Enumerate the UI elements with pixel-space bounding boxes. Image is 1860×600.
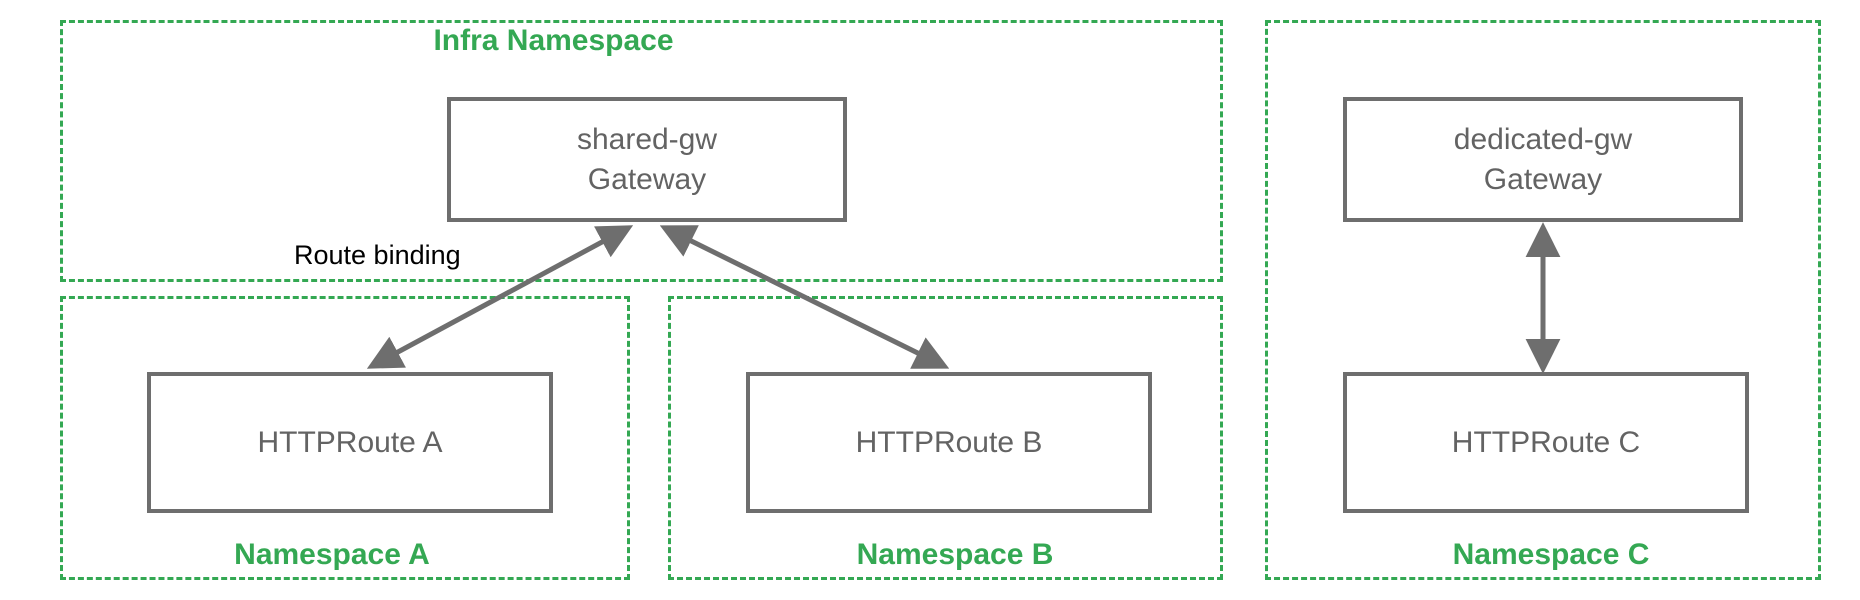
node-httproute-c-name: HTTPRoute C — [1451, 425, 1641, 459]
node-dedicated-gw-gateway[interactable]: dedicated-gw Gateway — [1343, 97, 1743, 222]
node-httproute-c[interactable]: HTTPRoute C — [1343, 372, 1749, 513]
node-shared-gw-kind: Gateway — [587, 162, 707, 196]
namespace-panel-a — [60, 296, 630, 580]
namespace-panel-infra — [60, 20, 1223, 282]
namespace-label-infra: Infra Namespace — [405, 26, 702, 56]
node-httproute-a[interactable]: HTTPRoute A — [147, 372, 553, 513]
node-dedicated-gw-kind: Gateway — [1483, 162, 1603, 196]
node-shared-gw-gateway[interactable]: shared-gw Gateway — [447, 97, 847, 222]
namespace-panel-c — [1265, 20, 1821, 580]
namespace-label-c: Namespace C — [1421, 540, 1681, 570]
node-dedicated-gw-name: dedicated-gw — [1453, 122, 1633, 156]
namespace-label-b: Namespace B — [825, 540, 1085, 570]
node-shared-gw-name: shared-gw — [576, 122, 718, 156]
node-httproute-b[interactable]: HTTPRoute B — [746, 372, 1152, 513]
node-httproute-b-name: HTTPRoute B — [855, 425, 1043, 459]
annotation-route-binding: Route binding — [290, 240, 465, 271]
node-httproute-a-name: HTTPRoute A — [257, 425, 443, 459]
namespace-label-a: Namespace A — [202, 540, 462, 570]
